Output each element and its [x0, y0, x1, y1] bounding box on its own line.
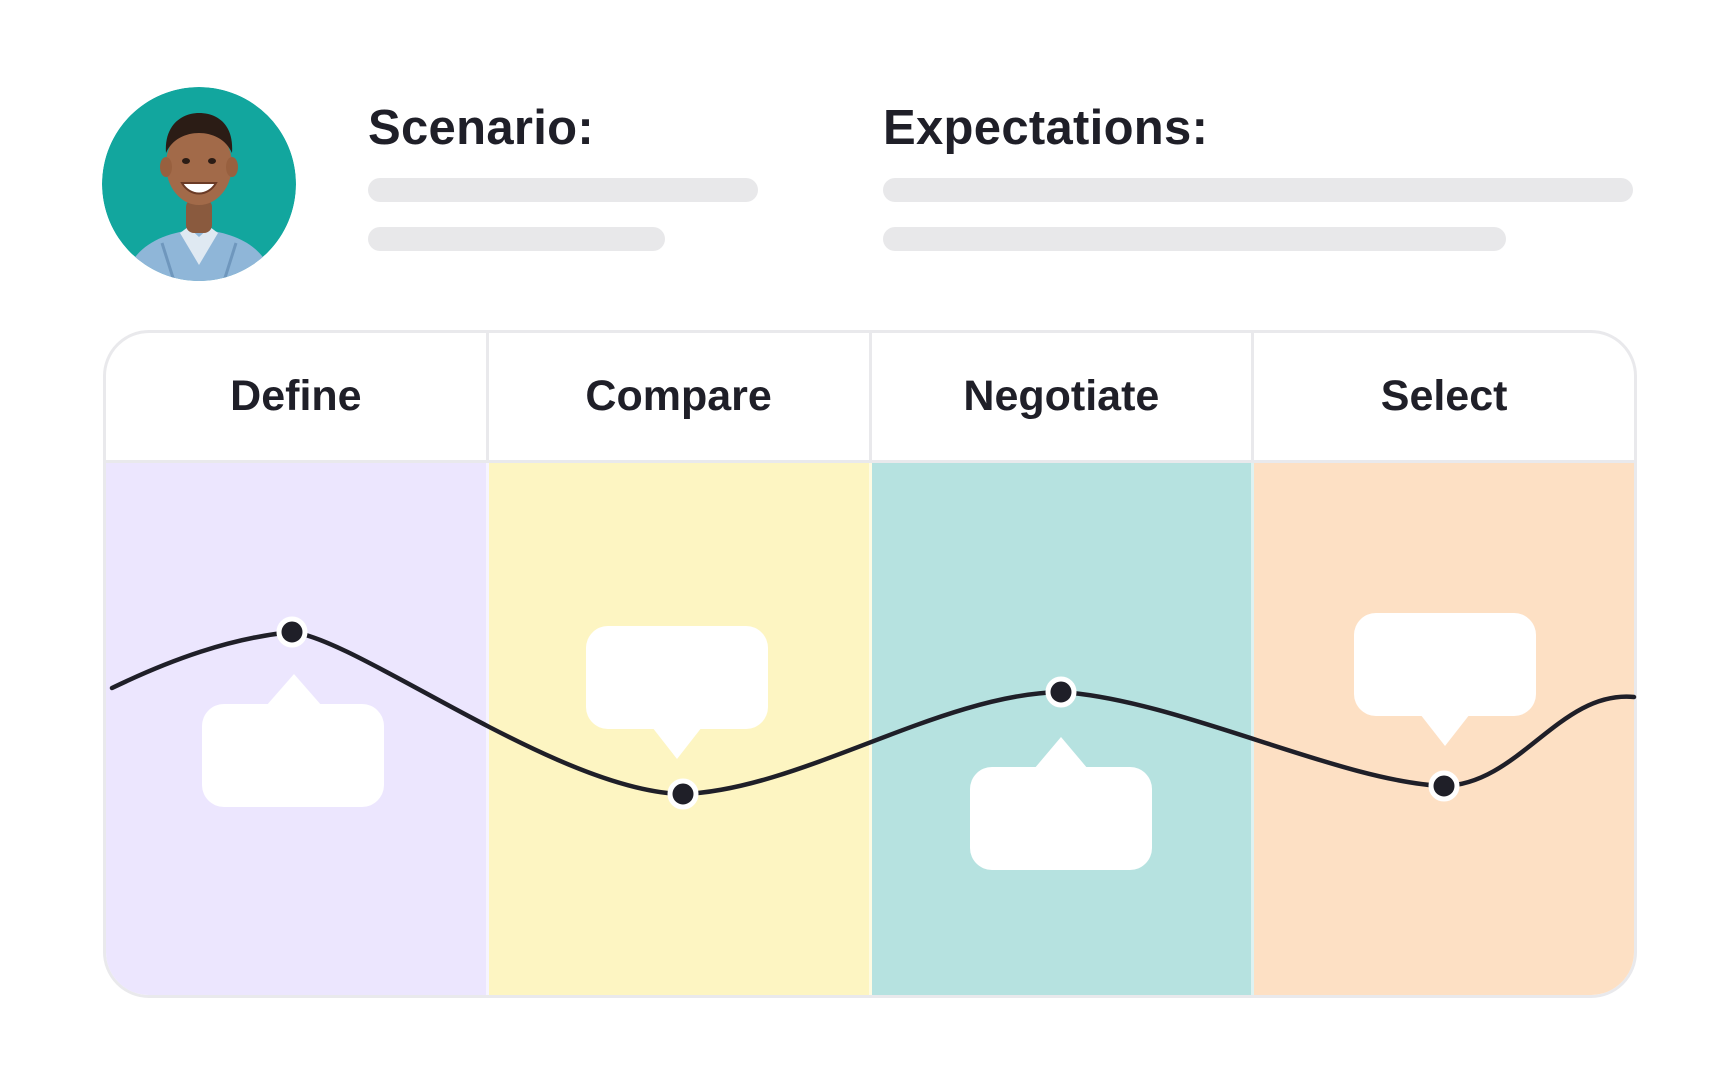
stage-headers: Define Compare Negotiate Select [106, 333, 1634, 463]
expectations-placeholder-line [883, 178, 1633, 202]
persona-avatar [102, 87, 296, 281]
stage-columns [106, 463, 1634, 995]
stage-column-select [1254, 463, 1634, 995]
scenario-placeholder-line [368, 227, 665, 251]
stage-header-compare: Compare [489, 333, 872, 460]
stage-header-define: Define [106, 333, 489, 460]
stage-column-negotiate [871, 463, 1255, 995]
person-avatar-icon [102, 87, 296, 281]
stage-column-define [106, 463, 489, 995]
scenario-heading: Scenario: [368, 101, 594, 155]
expectations-placeholder-line [883, 227, 1506, 251]
stage-column-compare [488, 463, 872, 995]
stage-header-negotiate: Negotiate [872, 333, 1255, 460]
journey-board: Define Compare Negotiate Select [103, 330, 1637, 998]
stage-header-select: Select [1380, 372, 1508, 420]
scenario-placeholder-line [368, 178, 758, 202]
expectations-heading: Expectations: [883, 101, 1209, 155]
